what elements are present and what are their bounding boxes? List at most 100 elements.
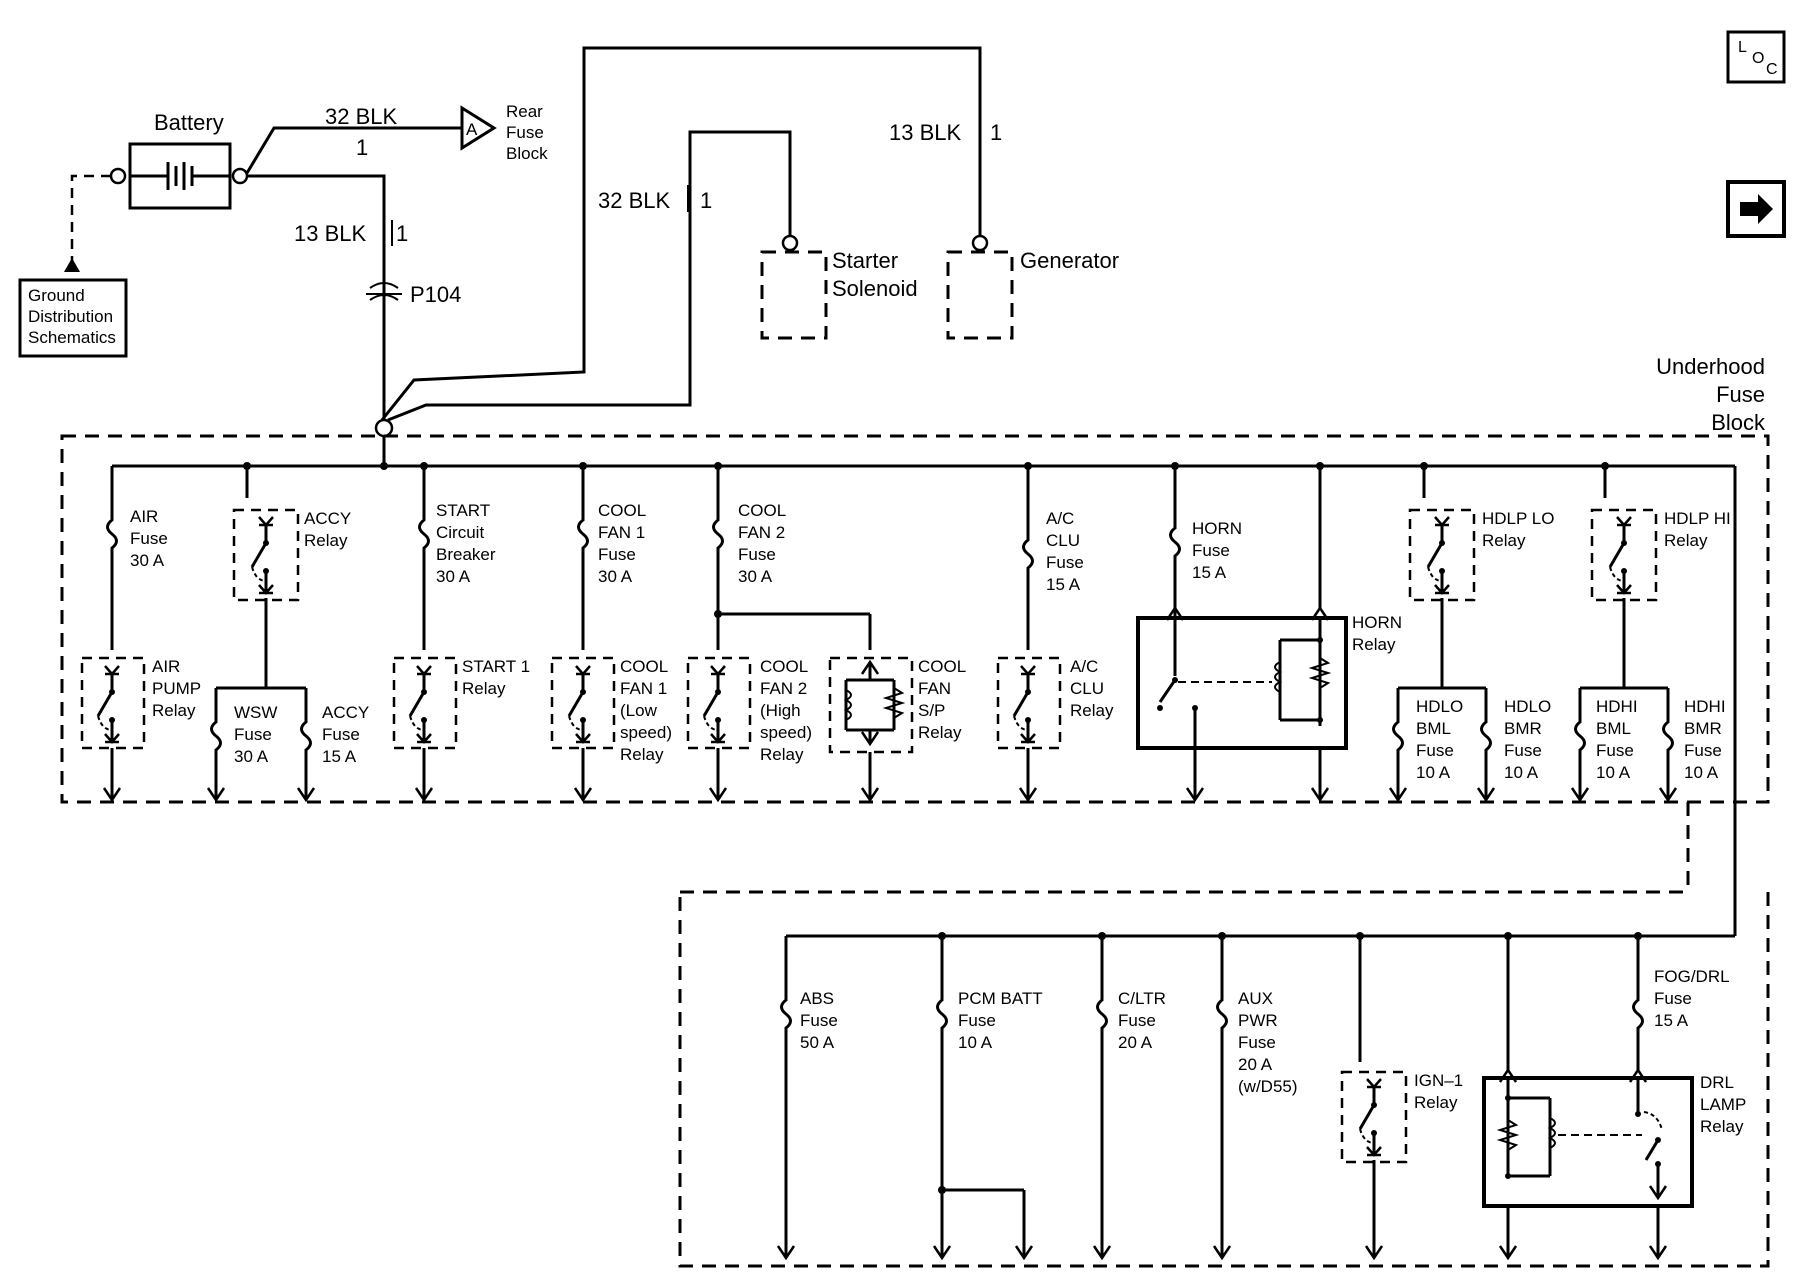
fan2-relay-l3: (High: [760, 701, 801, 720]
accy-relay-circuit[interactable]: [206, 466, 316, 802]
ground-ref-box[interactable]: [18, 278, 128, 358]
start1-relay-l2: Relay: [462, 679, 506, 698]
connector-a-icon[interactable]: [460, 105, 497, 151]
starter-solenoid-box[interactable]: [760, 250, 828, 340]
wire-32blk-rear: [245, 126, 462, 174]
cool-fan1-circuit[interactable]: [550, 466, 616, 802]
hdlp-lo-l1: HDLP LO: [1482, 509, 1554, 528]
ac-fuse-l3: Fuse: [1046, 553, 1084, 572]
svg-text:O: O: [1752, 50, 1764, 67]
underhood-upper-box: [60, 434, 1770, 804]
wire-13blk-main: [247, 174, 386, 420]
cool-fan2-circuit[interactable]: [686, 466, 872, 802]
fan-sp-l4: Relay: [918, 723, 962, 742]
accy-fuse-l3: 15 A: [322, 747, 357, 766]
hdlo-bmr-l1: HDLO: [1504, 697, 1551, 716]
ground-ref-line2: Distribution: [28, 307, 113, 326]
horn-relay-l1: HORN: [1352, 613, 1402, 632]
hdlo-bml-l2: BML: [1416, 719, 1451, 738]
aux-l3: Fuse: [1238, 1033, 1276, 1052]
svg-text:C: C: [1766, 61, 1778, 78]
rear-fuse-block-2: Fuse: [506, 123, 544, 142]
cltr-l2: Fuse: [1118, 1011, 1156, 1030]
hdlp-hi-circuit[interactable]: [1570, 466, 1678, 802]
ac-relay-l2: CLU: [1070, 679, 1104, 698]
abs-fuse-circuit[interactable]: [776, 936, 796, 1260]
start-cb-l1: START: [436, 501, 490, 520]
aux-l2: PWR: [1238, 1011, 1278, 1030]
underhood-label-1: Underhood: [1656, 354, 1765, 379]
hdhi-bmr-l4: 10 A: [1684, 763, 1719, 782]
abs-l3: 50 A: [800, 1033, 835, 1052]
fan1-relay-l3: (Low: [620, 701, 658, 720]
wsw-fuse-l1: WSW: [234, 703, 277, 722]
air-pump-l3: Relay: [152, 701, 196, 720]
hdlp-lo-l2: Relay: [1482, 531, 1526, 550]
fan1-fuse-l4: 30 A: [598, 567, 633, 586]
hdlp-lo-circuit[interactable]: [1388, 466, 1496, 802]
accy-relay-l1: ACCY: [304, 509, 351, 528]
hdhi-bmr-l1: HDHI: [1684, 697, 1726, 716]
fan1-fuse-l3: Fuse: [598, 545, 636, 564]
hdlo-bmr-l4: 10 A: [1504, 763, 1539, 782]
fan2-relay-l4: speed): [760, 723, 812, 742]
cltr-l1: C/LTR: [1118, 989, 1166, 1008]
generator-box[interactable]: [946, 250, 1014, 340]
air-fuse-l3: 30 A: [130, 551, 165, 570]
starter-label-1: Starter: [832, 248, 898, 273]
loc-icon[interactable]: L O C: [1726, 30, 1786, 84]
underhood-connector: [374, 418, 394, 438]
ign1-l2: Relay: [1414, 1093, 1458, 1112]
hdlo-bml-l3: Fuse: [1416, 741, 1454, 760]
ground-ref-line3: Schematics: [28, 328, 116, 347]
aux-l1: AUX: [1238, 989, 1273, 1008]
fog-drl-l3: 15 A: [1654, 1011, 1689, 1030]
generator-label: Generator: [1020, 248, 1119, 273]
air-pump-l1: AIR: [152, 657, 180, 676]
next-arrow-icon[interactable]: [1726, 180, 1786, 238]
fan1-fuse-l2: FAN 1: [598, 523, 645, 542]
wire-13blk-generator: [380, 46, 982, 421]
drl-relay-l1: DRL: [1700, 1073, 1734, 1092]
fan2-relay-l1: COOL: [760, 657, 808, 676]
start-cb-l3: Breaker: [436, 545, 496, 564]
cltr-fuse-circuit[interactable]: [1092, 936, 1112, 1260]
drl-lamp-circuit[interactable]: [1482, 936, 1694, 1260]
hdhi-bml-l4: 10 A: [1596, 763, 1631, 782]
fan2-fuse-l4: 30 A: [738, 567, 773, 586]
abs-l2: Fuse: [800, 1011, 838, 1030]
fan2-relay-l5: Relay: [760, 745, 804, 764]
wire-32blk-label: 32 BLK: [325, 104, 397, 129]
start-cb-l4: 30 A: [436, 567, 471, 586]
wire-32blk-starter: [387, 130, 792, 422]
fan-sp-l1: COOL: [918, 657, 966, 676]
horn-relay-l2: Relay: [1352, 635, 1396, 654]
cool-fan-sp-relay[interactable]: [828, 656, 914, 802]
fan1-relay-l2: FAN 1: [620, 679, 667, 698]
air-fuse-circuit[interactable]: [80, 466, 146, 802]
aux-l4: 20 A: [1238, 1055, 1273, 1074]
underhood-label-3: Block: [1711, 410, 1766, 435]
aux-pwr-circuit[interactable]: [1212, 936, 1232, 1260]
horn-circuit[interactable]: [1136, 466, 1348, 802]
fan2-fuse-l2: FAN 2: [738, 523, 785, 542]
generator-wire-pin: 1: [990, 120, 1002, 145]
wsw-fuse-l2: Fuse: [234, 725, 272, 744]
ac-clu-circuit[interactable]: [996, 466, 1062, 802]
starter-wire-pin: 1: [700, 188, 712, 213]
generator-terminal: [971, 234, 989, 252]
ac-fuse-l4: 15 A: [1046, 575, 1081, 594]
wire-13blk-label: 13 BLK: [294, 221, 366, 246]
drl-relay-l3: Relay: [1700, 1117, 1744, 1136]
rear-fuse-block-3: Block: [506, 144, 548, 163]
air-fuse-l1: AIR: [130, 507, 158, 526]
ign1-relay-circuit[interactable]: [1340, 936, 1408, 1260]
start-circuit[interactable]: [392, 466, 458, 802]
pcm-batt-circuit[interactable]: [932, 936, 1034, 1260]
fan1-fuse-l1: COOL: [598, 501, 646, 520]
pcm-l3: 10 A: [958, 1033, 993, 1052]
pcm-l1: PCM BATT: [958, 989, 1043, 1008]
hdlp-hi-l1: HDLP HI: [1664, 509, 1731, 528]
horn-fuse-l3: 15 A: [1192, 563, 1227, 582]
